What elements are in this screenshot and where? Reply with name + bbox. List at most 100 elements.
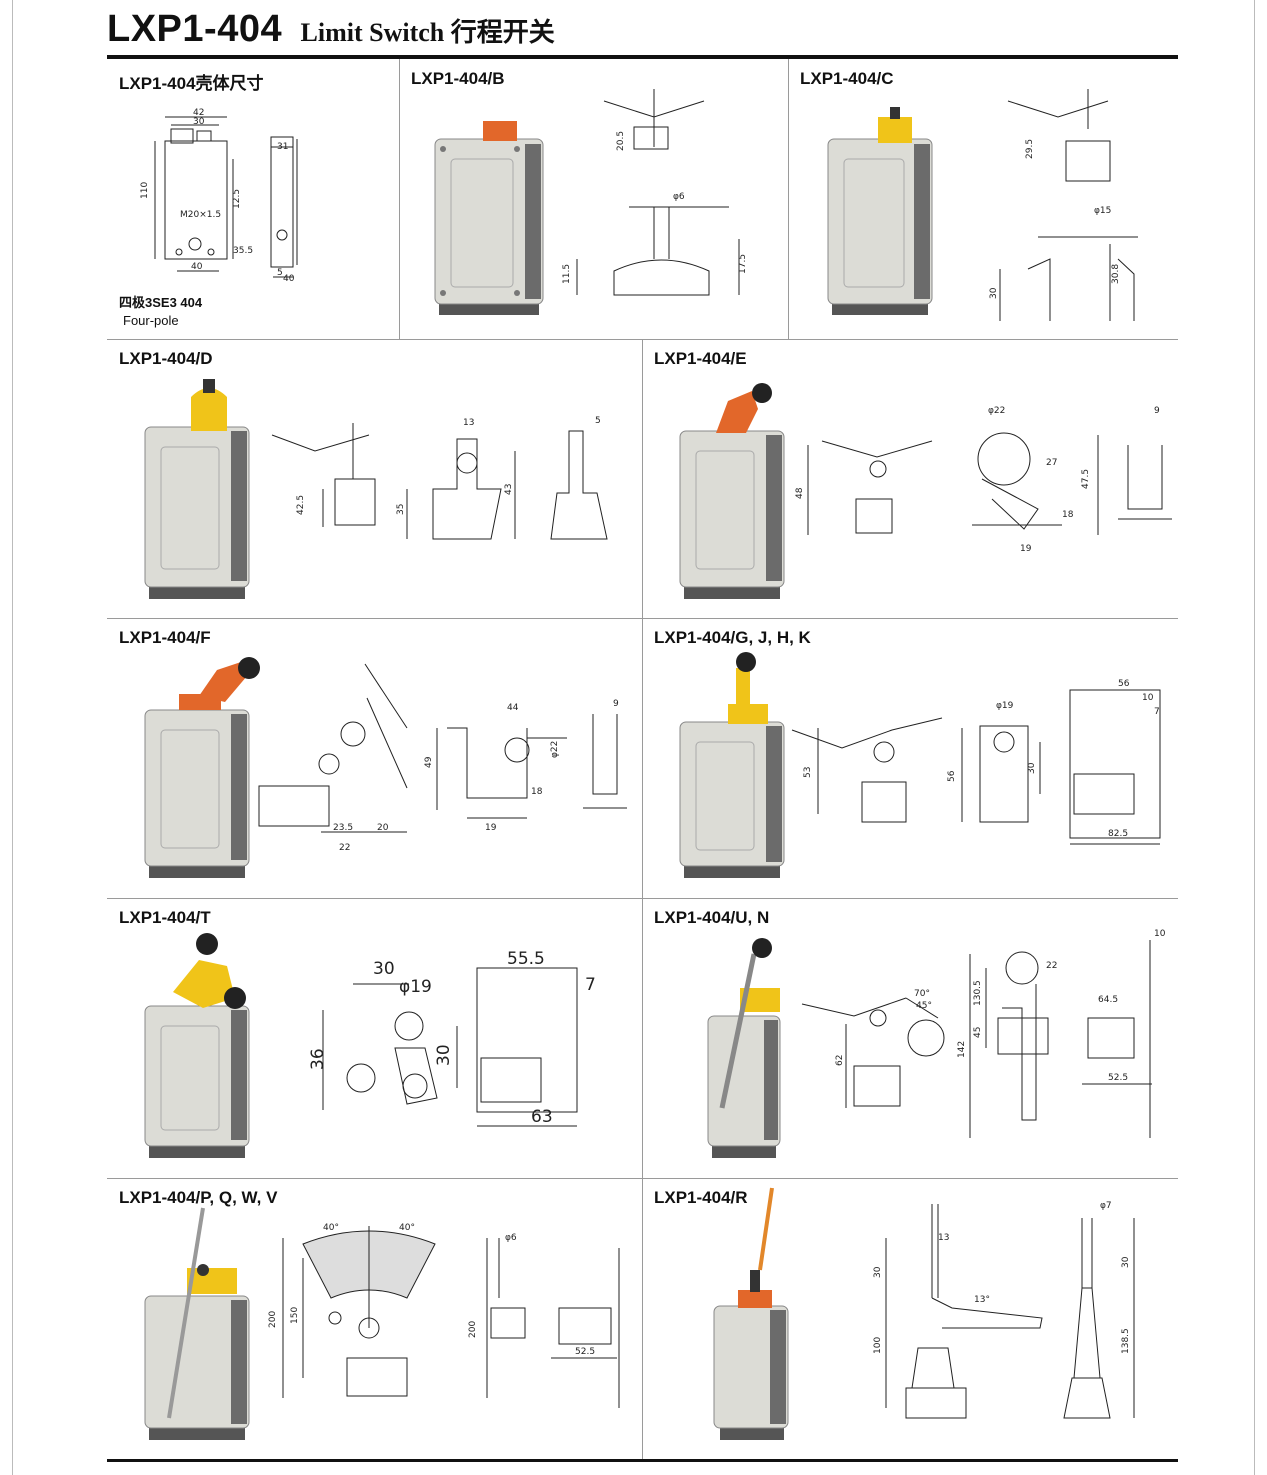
svg-text:φ19: φ19 [399,977,432,997]
footer-rule [107,1459,1178,1462]
svg-text:13°: 13° [974,1295,990,1305]
panel-d: LXP1-404/D 42.5 13 35 43 5 [107,339,642,618]
svg-text:29.5: 29.5 [1025,139,1035,159]
svg-text:130.5: 130.5 [973,980,983,1006]
svg-text:52.5: 52.5 [1108,1073,1128,1083]
svg-text:110: 110 [140,182,150,199]
svg-text:150: 150 [290,1307,300,1324]
svg-text:36: 36 [308,1048,328,1070]
r-dimension-drawing: 13 30 100 13° φ7 30 138.5 [873,1201,1135,1419]
switch-photo [144,379,250,599]
svg-text:φ22: φ22 [550,741,560,758]
switch-photo [827,107,933,315]
panel-c: LXP1-404/C 29.5 φ15 30 30.8 [788,59,1178,339]
svg-text:43: 43 [504,484,514,495]
svg-text:30: 30 [989,287,999,299]
svg-text:18: 18 [1062,510,1074,520]
svg-text:9: 9 [1154,406,1160,416]
svg-text:35: 35 [396,504,406,515]
svg-text:30.8: 30.8 [1111,264,1121,284]
header-rule [107,55,1178,59]
svg-text:10: 10 [1154,929,1166,939]
svg-text:12.5: 12.5 [232,189,242,209]
svg-text:138.5: 138.5 [1121,1328,1131,1354]
switch-photo [144,1207,250,1440]
svg-text:φ6: φ6 [673,192,685,202]
svg-text:22: 22 [1046,961,1057,971]
panel-title: LXP1-404/D [119,349,213,368]
svg-text:56: 56 [1118,679,1130,689]
switch-photo [144,657,260,878]
svg-text:40: 40 [283,274,295,284]
svg-text:11.5: 11.5 [562,264,572,284]
svg-text:17.5: 17.5 [738,254,748,274]
svg-text:40°: 40° [323,1223,339,1233]
svg-text:47.5: 47.5 [1081,469,1091,489]
panel-r: LXP1-404/R 13 30 100 13° φ7 30 138.5 [642,1178,1178,1459]
panel-b: LXP1-404/B 20.5 φ6 11.5 17.5 [399,59,788,339]
svg-text:5: 5 [277,268,283,278]
svg-text:φ19: φ19 [996,701,1014,711]
svg-text:35.5: 35.5 [233,246,253,256]
svg-text:40: 40 [191,262,203,272]
svg-text:30: 30 [193,117,205,127]
divider [107,618,1178,619]
svg-text:22: 22 [339,843,350,853]
pole-note-en: Four-pole [123,313,179,328]
svg-text:142: 142 [957,1041,967,1058]
panel-title: LXP1-404/B [411,69,505,88]
divider [107,898,1178,899]
panel-title: LXP1-404/G, J, H, K [654,628,811,647]
svg-text:20: 20 [377,823,389,833]
divider [788,59,789,339]
svg-text:13: 13 [938,1233,949,1243]
svg-text:9: 9 [613,699,619,709]
panel-title: LXP1-404壳体尺寸 [119,74,264,93]
svg-text:13: 13 [463,418,474,428]
svg-text:200: 200 [268,1311,278,1328]
svg-text:30: 30 [873,1266,883,1278]
switch-photo [679,652,785,878]
b-dimension-drawing: 20.5 φ6 11.5 17.5 [562,89,748,296]
svg-text:30: 30 [1027,762,1037,774]
panel-title: LXP1-404/R [654,1188,748,1207]
svg-text:7: 7 [1154,707,1160,717]
d-dimension-drawing: 42.5 13 35 43 5 [271,416,608,540]
model-title: LXP1-404 [107,8,283,50]
svg-text:45: 45 [973,1027,983,1038]
svg-text:23.5: 23.5 [333,823,353,833]
svg-text:82.5: 82.5 [1108,829,1128,839]
svg-text:42: 42 [193,108,204,118]
svg-text:10: 10 [1142,693,1154,703]
svg-text:31: 31 [277,142,288,152]
p-dimension-drawing: 40°40° 200 150 φ6 200 52.5 [268,1223,620,1408]
svg-text:53: 53 [803,767,813,778]
page-margin-line-right [1254,0,1255,1475]
panel-title: LXP1-404/U, N [654,908,770,927]
svg-text:φ6: φ6 [505,1233,517,1243]
svg-text:45°: 45° [916,1001,932,1011]
svg-text:27: 27 [1046,458,1057,468]
svg-text:64.5: 64.5 [1098,995,1118,1005]
svg-text:63: 63 [531,1107,553,1127]
svg-text:42.5: 42.5 [296,495,306,515]
panel-title: LXP1-404/E [654,349,747,368]
svg-text:19: 19 [485,823,497,833]
svg-text:48: 48 [795,487,805,499]
svg-text:φ7: φ7 [1100,1201,1112,1211]
svg-text:49: 49 [424,756,434,768]
svg-text:20.5: 20.5 [616,131,626,151]
svg-text:M20×1.5: M20×1.5 [180,210,221,220]
svg-text:40°: 40° [399,1223,415,1233]
switch-photo [713,1187,789,1440]
panel-title: LXP1-404/C [800,69,894,88]
svg-text:70°: 70° [914,989,930,999]
svg-text:44: 44 [507,703,519,713]
